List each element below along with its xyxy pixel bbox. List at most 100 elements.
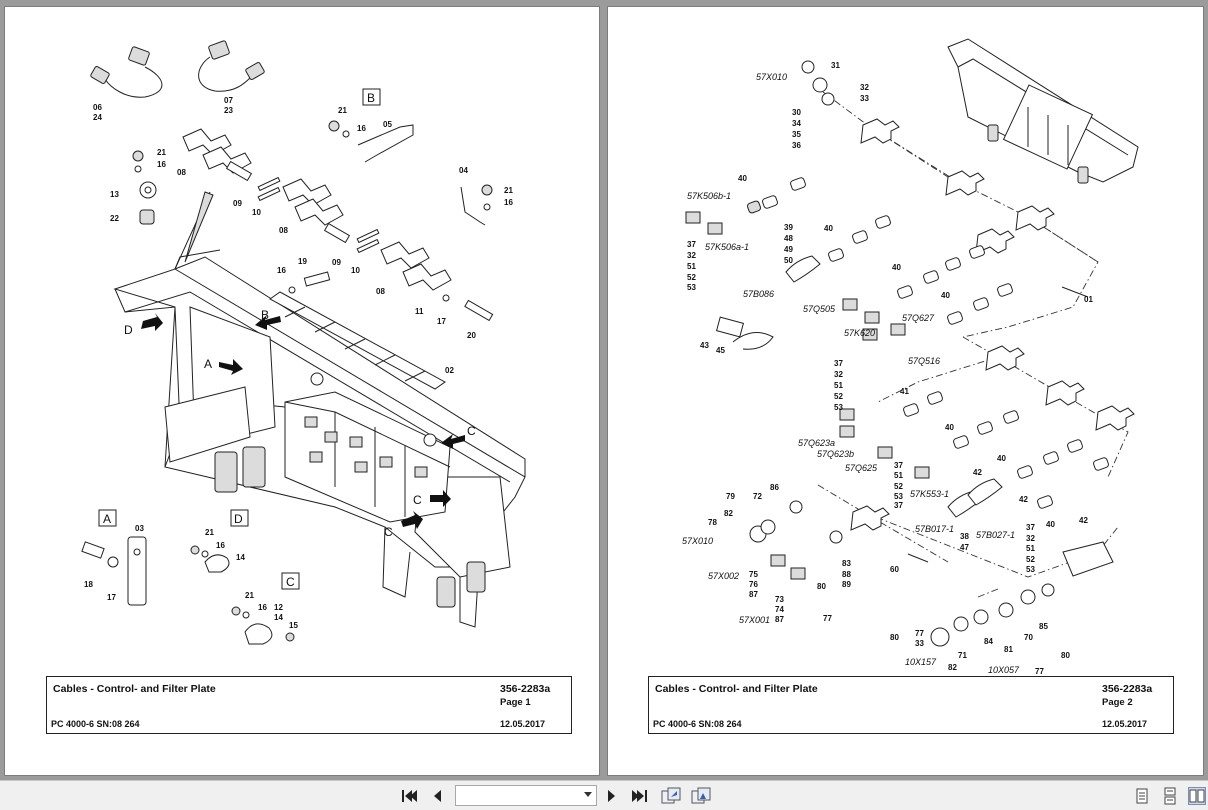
svg-text:08: 08: [279, 226, 288, 235]
svg-text:C: C: [384, 525, 393, 539]
svg-text:40: 40: [945, 423, 954, 432]
svg-text:60: 60: [890, 565, 899, 574]
svg-text:40: 40: [1046, 520, 1055, 529]
svg-text:71: 71: [958, 651, 967, 660]
svg-text:41: 41: [900, 387, 909, 396]
svg-text:37: 37: [834, 359, 843, 368]
svg-text:A: A: [204, 357, 212, 371]
svg-text:76: 76: [749, 580, 758, 589]
svg-text:52: 52: [1026, 555, 1035, 564]
clamps-08: [182, 128, 452, 291]
svg-text:52: 52: [687, 273, 696, 282]
svg-text:57Q623b: 57Q623b: [817, 449, 854, 459]
svg-text:77: 77: [915, 629, 924, 638]
svg-text:13: 13: [110, 190, 119, 199]
svg-text:10X057: 10X057: [988, 665, 1020, 675]
svg-text:53: 53: [894, 492, 903, 501]
document-number: 356-2283a: [1102, 683, 1153, 695]
drawing-page-2: 57X010 57K506b-1 57K506a-1 57B086 57Q505…: [607, 6, 1204, 776]
svg-text:16: 16: [277, 266, 286, 275]
svg-text:57K506b-1: 57K506b-1: [687, 191, 731, 201]
svg-text:08: 08: [177, 168, 186, 177]
svg-text:57K506a-1: 57K506a-1: [705, 242, 749, 252]
svg-text:11: 11: [415, 307, 424, 316]
plate-02: [269, 291, 446, 390]
svg-text:18: 18: [84, 580, 93, 589]
viewer-toolbar: [0, 780, 1208, 810]
svg-text:10: 10: [351, 266, 360, 275]
next-page-button[interactable]: [601, 786, 623, 806]
machine-model: PC 4000-6 SN:08 264: [51, 719, 140, 729]
svg-text:05: 05: [383, 120, 392, 129]
svg-text:51: 51: [894, 471, 903, 480]
svg-text:08: 08: [376, 287, 385, 296]
designator-labels: 57X010 57K506b-1 57K506a-1 57B086 57Q505…: [682, 72, 1020, 675]
svg-text:81: 81: [1004, 645, 1013, 654]
svg-text:84: 84: [984, 637, 993, 646]
callout-labels: 31 32 33 30 34 35 36 40 40 39 48 49 50 3…: [687, 61, 1093, 676]
svg-text:43: 43: [700, 341, 709, 350]
svg-text:31: 31: [831, 61, 840, 70]
svg-text:35: 35: [792, 130, 801, 139]
svg-text:16: 16: [157, 160, 166, 169]
svg-text:53: 53: [1026, 565, 1035, 574]
svg-text:21: 21: [504, 186, 513, 195]
svg-text:80: 80: [890, 633, 899, 642]
svg-text:52: 52: [834, 392, 843, 401]
svg-text:42: 42: [1079, 516, 1088, 525]
svg-text:30: 30: [792, 108, 801, 117]
continuous-view-button[interactable]: [1161, 787, 1179, 805]
svg-text:57K553-1: 57K553-1: [910, 489, 949, 499]
svg-text:57Q625: 57Q625: [845, 463, 878, 473]
title-block: Cables - Control- and Filter Plate PC 40…: [648, 676, 1174, 734]
svg-text:77: 77: [823, 614, 832, 623]
svg-text:75: 75: [749, 570, 758, 579]
exploded-view-drawing-2: 57X010 57K506b-1 57K506a-1 57B086 57Q505…: [682, 38, 1139, 676]
continuous-page-icon: [1164, 787, 1176, 805]
svg-text:22: 22: [110, 214, 119, 223]
fit-page-button[interactable]: [660, 786, 682, 806]
svg-text:72: 72: [753, 492, 762, 501]
svg-text:19: 19: [298, 257, 307, 266]
svg-text:33: 33: [915, 639, 924, 648]
two-page-view-button[interactable]: [1188, 787, 1206, 805]
page-number-select[interactable]: [455, 785, 597, 806]
svg-text:45: 45: [716, 346, 725, 355]
t-junctions: [850, 118, 1135, 531]
svg-text:87: 87: [775, 615, 784, 624]
svg-text:07: 07: [224, 96, 233, 105]
svg-text:37: 37: [687, 240, 696, 249]
chevron-down-icon: [584, 792, 592, 797]
first-page-button[interactable]: [398, 786, 420, 806]
previous-page-button[interactable]: [426, 786, 448, 806]
svg-text:57K620: 57K620: [844, 328, 875, 338]
frame-thumbnail: [947, 38, 1139, 184]
detail-a: [81, 536, 147, 606]
svg-text:12: 12: [274, 603, 283, 612]
svg-text:85: 85: [1039, 622, 1048, 631]
svg-text:14: 14: [236, 553, 245, 562]
drawing-title: Cables - Control- and Filter Plate: [655, 683, 818, 695]
fit-width-button[interactable]: [690, 786, 712, 806]
detail-box-labels: B A D C: [98, 88, 381, 590]
svg-text:37: 37: [1026, 523, 1035, 532]
svg-text:53: 53: [834, 403, 843, 412]
sensor-cable-06: [90, 46, 163, 98]
svg-text:57Q516: 57Q516: [908, 356, 940, 366]
svg-text:40: 40: [824, 224, 833, 233]
svg-text:17: 17: [437, 317, 446, 326]
svg-text:16: 16: [357, 124, 366, 133]
svg-text:04: 04: [459, 166, 468, 175]
svg-text:D: D: [234, 512, 243, 526]
svg-text:A: A: [103, 512, 111, 526]
page-label: Page 1: [500, 697, 531, 708]
single-page-icon: [1136, 788, 1148, 804]
single-page-view-button[interactable]: [1133, 787, 1151, 805]
svg-text:80: 80: [817, 582, 826, 591]
svg-text:40: 40: [892, 263, 901, 272]
svg-text:01: 01: [1084, 295, 1093, 304]
svg-text:32: 32: [860, 83, 869, 92]
svg-text:17: 17: [107, 593, 116, 602]
last-page-button[interactable]: [629, 786, 651, 806]
svg-text:86: 86: [770, 483, 779, 492]
